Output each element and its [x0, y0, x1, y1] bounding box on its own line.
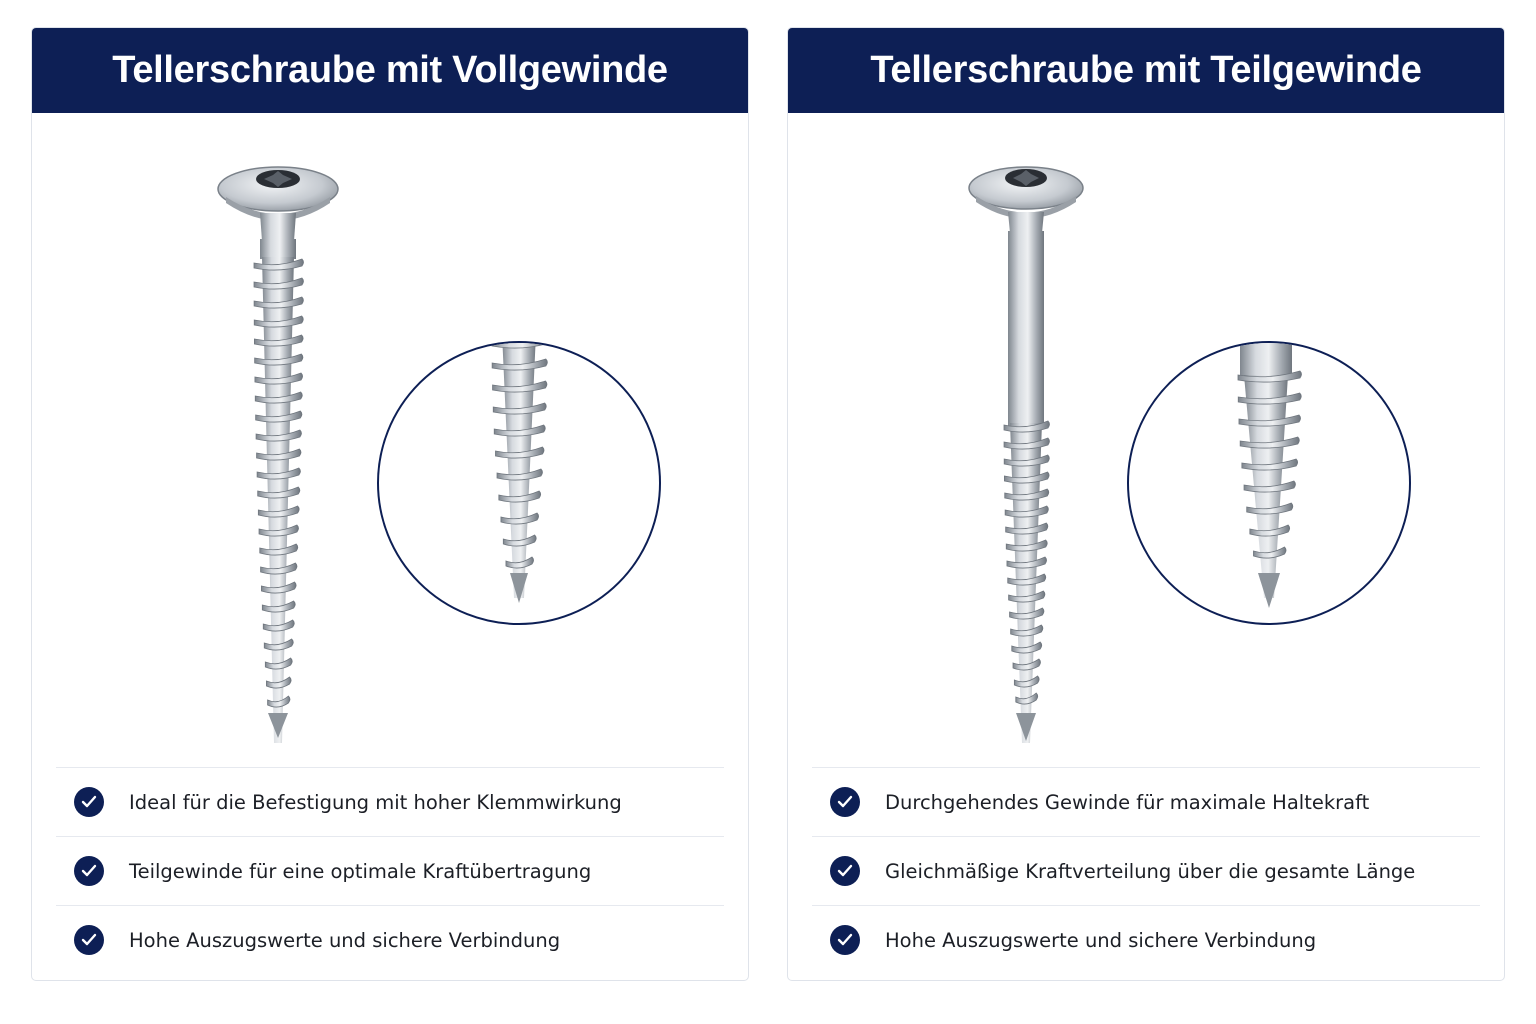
- feature-text: Hohe Auszugswerte und sichere Verbindung: [885, 928, 1317, 952]
- torx-drive-icon: [1005, 169, 1047, 187]
- feature-text: Hohe Auszugswerte und sichere Verbindung: [129, 928, 561, 952]
- feature-text: Durchgehendes Gewinde für maximale Halte…: [885, 790, 1370, 814]
- card-title: Tellerschraube mit Vollgewinde: [32, 28, 748, 113]
- check-circle-icon: [74, 856, 104, 886]
- list-item: Durchgehendes Gewinde für maximale Halte…: [812, 767, 1480, 836]
- list-item: Ideal für die Befestigung mit hoher Klem…: [56, 767, 724, 836]
- screw-illustration: [32, 113, 748, 763]
- feature-list: Ideal für die Befestigung mit hoher Klem…: [56, 767, 724, 974]
- product-card-full-thread: Tellerschraube mit Vollgewinde: [31, 27, 749, 981]
- screw-partial-thread: [968, 166, 1084, 743]
- feature-text: Teilgewinde für eine optimale Kraftübert…: [129, 859, 592, 883]
- check-circle-icon: [74, 925, 104, 955]
- check-circle-icon: [830, 856, 860, 886]
- detail-magnifier: [1127, 341, 1411, 625]
- feature-text: Ideal für die Befestigung mit hoher Klem…: [129, 790, 622, 814]
- check-circle-icon: [830, 787, 860, 817]
- screw-full-thread: [217, 166, 339, 743]
- torx-drive-icon: [256, 170, 300, 188]
- feature-list: Durchgehendes Gewinde für maximale Halte…: [812, 767, 1480, 974]
- list-item: Teilgewinde für eine optimale Kraftübert…: [56, 836, 724, 905]
- screw-illustration: [788, 113, 1504, 763]
- check-circle-icon: [830, 925, 860, 955]
- list-item: Gleichmäßige Kraftverteilung über die ge…: [812, 836, 1480, 905]
- list-item: Hohe Auszugswerte und sichere Verbindung: [56, 905, 724, 974]
- feature-text: Gleichmäßige Kraftverteilung über die ge…: [885, 859, 1416, 883]
- card-title: Tellerschraube mit Teilgewinde: [788, 28, 1504, 113]
- product-card-partial-thread: Tellerschraube mit Teilgewinde: [787, 27, 1505, 981]
- list-item: Hohe Auszugswerte und sichere Verbindung: [812, 905, 1480, 974]
- check-circle-icon: [74, 787, 104, 817]
- detail-magnifier: [377, 341, 661, 625]
